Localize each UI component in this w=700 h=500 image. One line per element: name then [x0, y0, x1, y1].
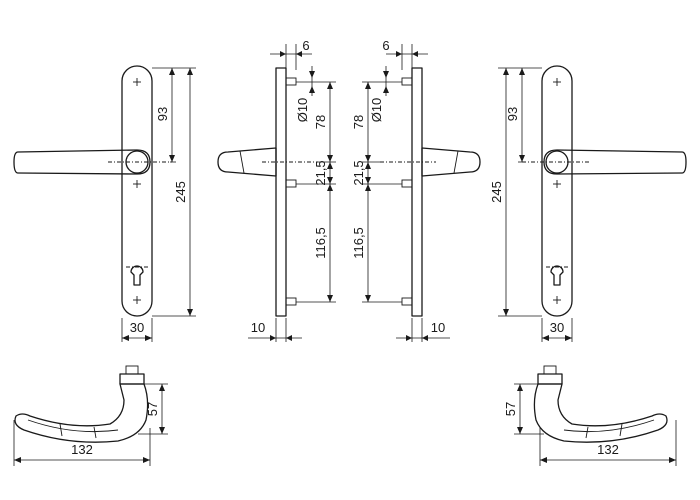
backplate-side — [411, 67, 423, 317]
dim-245-label: 245 — [489, 181, 504, 203]
fixing-bolt-bottom — [401, 297, 413, 306]
rose-cap — [543, 365, 557, 375]
dim-6-label: 6 — [382, 38, 389, 53]
fixing-bolt-mid — [285, 179, 297, 188]
key-cylinder-hole — [130, 265, 144, 286]
screw-mark-top — [133, 78, 141, 86]
dim-93-label: 93 — [155, 107, 170, 121]
dim-116-5-label: 116,5 — [351, 227, 366, 259]
top-left-dimensions: 57 132 — [13, 383, 168, 466]
lever-side — [421, 147, 481, 177]
top-view-left — [14, 365, 149, 443]
screw-mark-bottom — [133, 296, 141, 304]
dim-diameter-label: Ø10 — [295, 98, 310, 123]
dim-78-label: 78 — [313, 115, 328, 129]
front-view-left — [13, 65, 172, 317]
key-cylinder-hole — [550, 265, 564, 286]
front-left-dimensions: 93 245 30 — [121, 67, 196, 342]
backplate — [541, 65, 573, 317]
screw-mark-bottom — [553, 296, 561, 304]
side-view-right — [380, 67, 481, 317]
dim-93-label: 93 — [505, 107, 520, 121]
fixing-bolt-mid — [401, 179, 413, 188]
lever-handle — [13, 149, 151, 175]
lever-handle — [543, 149, 687, 175]
lever-top — [14, 383, 149, 443]
dim-57-label: 57 — [145, 402, 160, 416]
backplate — [121, 65, 153, 317]
lever-side — [217, 147, 277, 177]
rose-base — [537, 373, 563, 385]
dim-6-label: 6 — [302, 38, 309, 53]
front-right-dimensions: 93 245 30 — [489, 67, 573, 342]
dim-57-label: 57 — [503, 402, 518, 416]
side-view-left — [217, 67, 318, 317]
screw-mark-top — [553, 78, 561, 86]
front-view-right — [522, 65, 687, 317]
fixing-bolt-top — [285, 77, 297, 86]
dim-132-label: 132 — [71, 442, 93, 457]
screw-mark-mid — [553, 180, 561, 188]
dim-30-label: 30 — [130, 320, 144, 335]
dim-132-label: 132 — [597, 442, 619, 457]
dim-78-label: 78 — [351, 115, 366, 129]
top-right-dimensions: 57 132 — [503, 383, 677, 466]
dim-21-5-label: 21,5 — [351, 160, 366, 185]
dim-30-label: 30 — [550, 320, 564, 335]
screw-mark-mid — [133, 180, 141, 188]
lever-top — [533, 383, 668, 443]
dim-116-5-label: 116,5 — [313, 227, 328, 259]
dim-10-label: 10 — [251, 320, 265, 335]
dim-diameter-label: Ø10 — [369, 98, 384, 123]
backplate-side — [275, 67, 287, 317]
rose-base — [119, 373, 145, 385]
rose-cap — [125, 365, 139, 375]
fixing-bolt-top — [401, 77, 413, 86]
dim-245-label: 245 — [173, 181, 188, 203]
top-view-right — [533, 365, 668, 443]
fixing-bolt-bottom — [285, 297, 297, 306]
dim-21-5-label: 21,5 — [313, 160, 328, 185]
side-right-dimensions: 6 Ø10 78 21,5 116,5 10 — [351, 38, 450, 342]
dim-10-label: 10 — [431, 320, 445, 335]
side-left-dimensions: 6 Ø10 78 21,5 116,5 10 — [248, 38, 336, 342]
